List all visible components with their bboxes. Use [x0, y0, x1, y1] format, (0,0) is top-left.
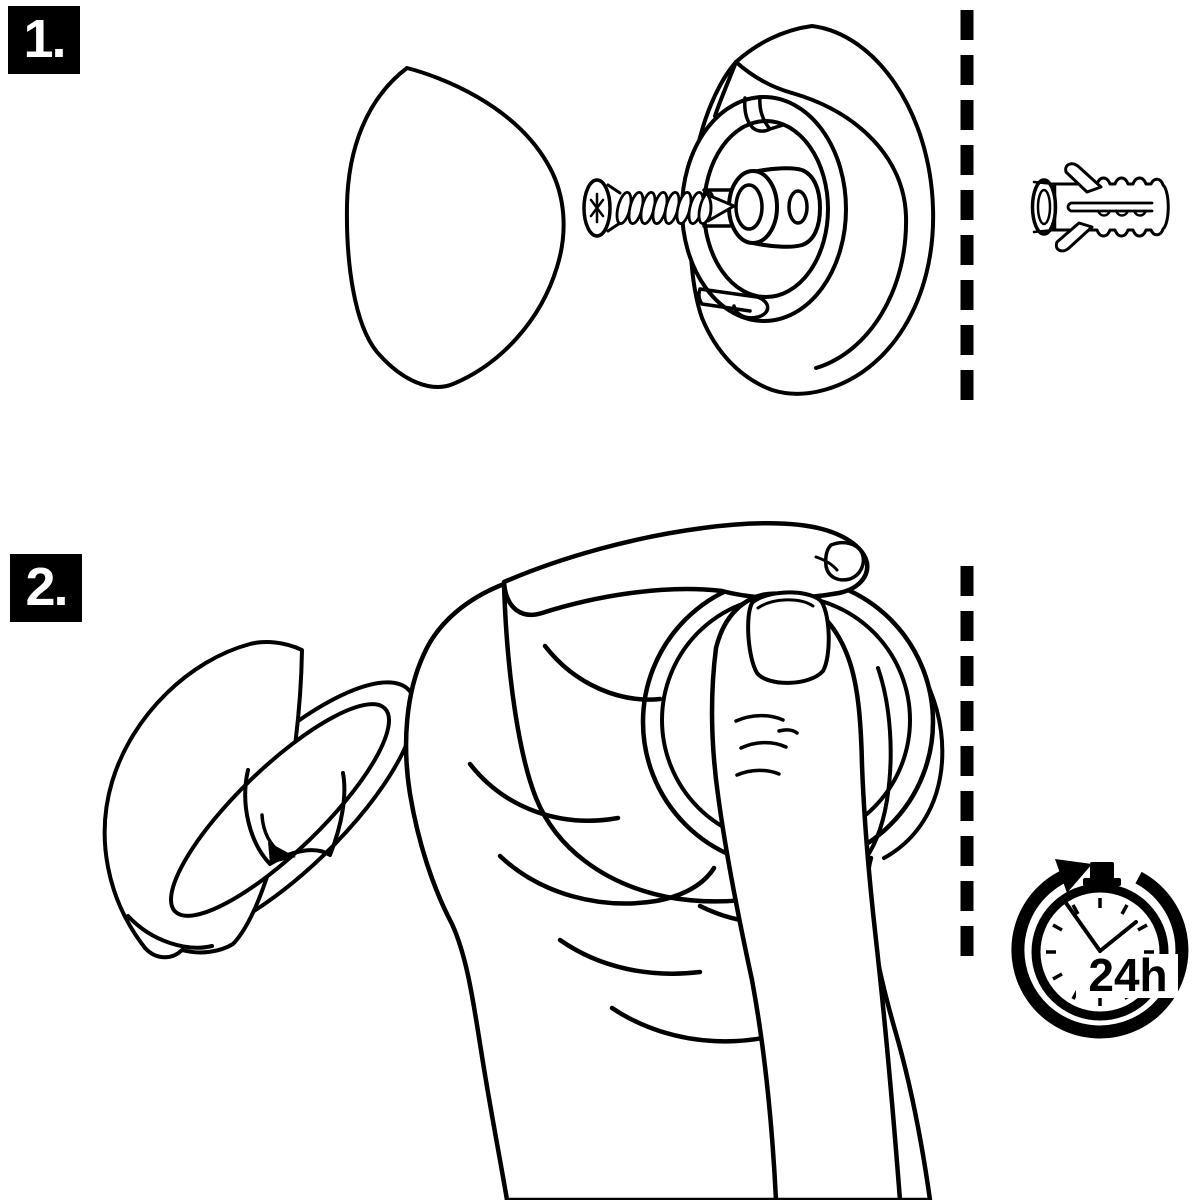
wall-anchor-icon [1030, 162, 1170, 253]
index-fingernail [824, 540, 866, 582]
step-1-badge: 1. [8, 6, 80, 74]
step1-illustration [344, 24, 1170, 396]
thumbnail [746, 590, 831, 685]
thumb [709, 590, 903, 1200]
thumb-creases [734, 713, 799, 777]
cap-with-rotation-arrow [102, 640, 418, 960]
clock-hands [1064, 901, 1138, 953]
clock-label: 24h [1088, 949, 1167, 1001]
cover-cap [344, 66, 566, 389]
step-2-badge: 2. [10, 554, 82, 622]
clock-arrow-head [1055, 859, 1092, 893]
hand-twisting-cap [403, 521, 945, 1200]
rotation-arrow-icon [260, 813, 296, 864]
wall-plate [680, 24, 936, 396]
clock-24h-icon: 24h [1011, 859, 1189, 1039]
screw-icon [582, 178, 736, 238]
